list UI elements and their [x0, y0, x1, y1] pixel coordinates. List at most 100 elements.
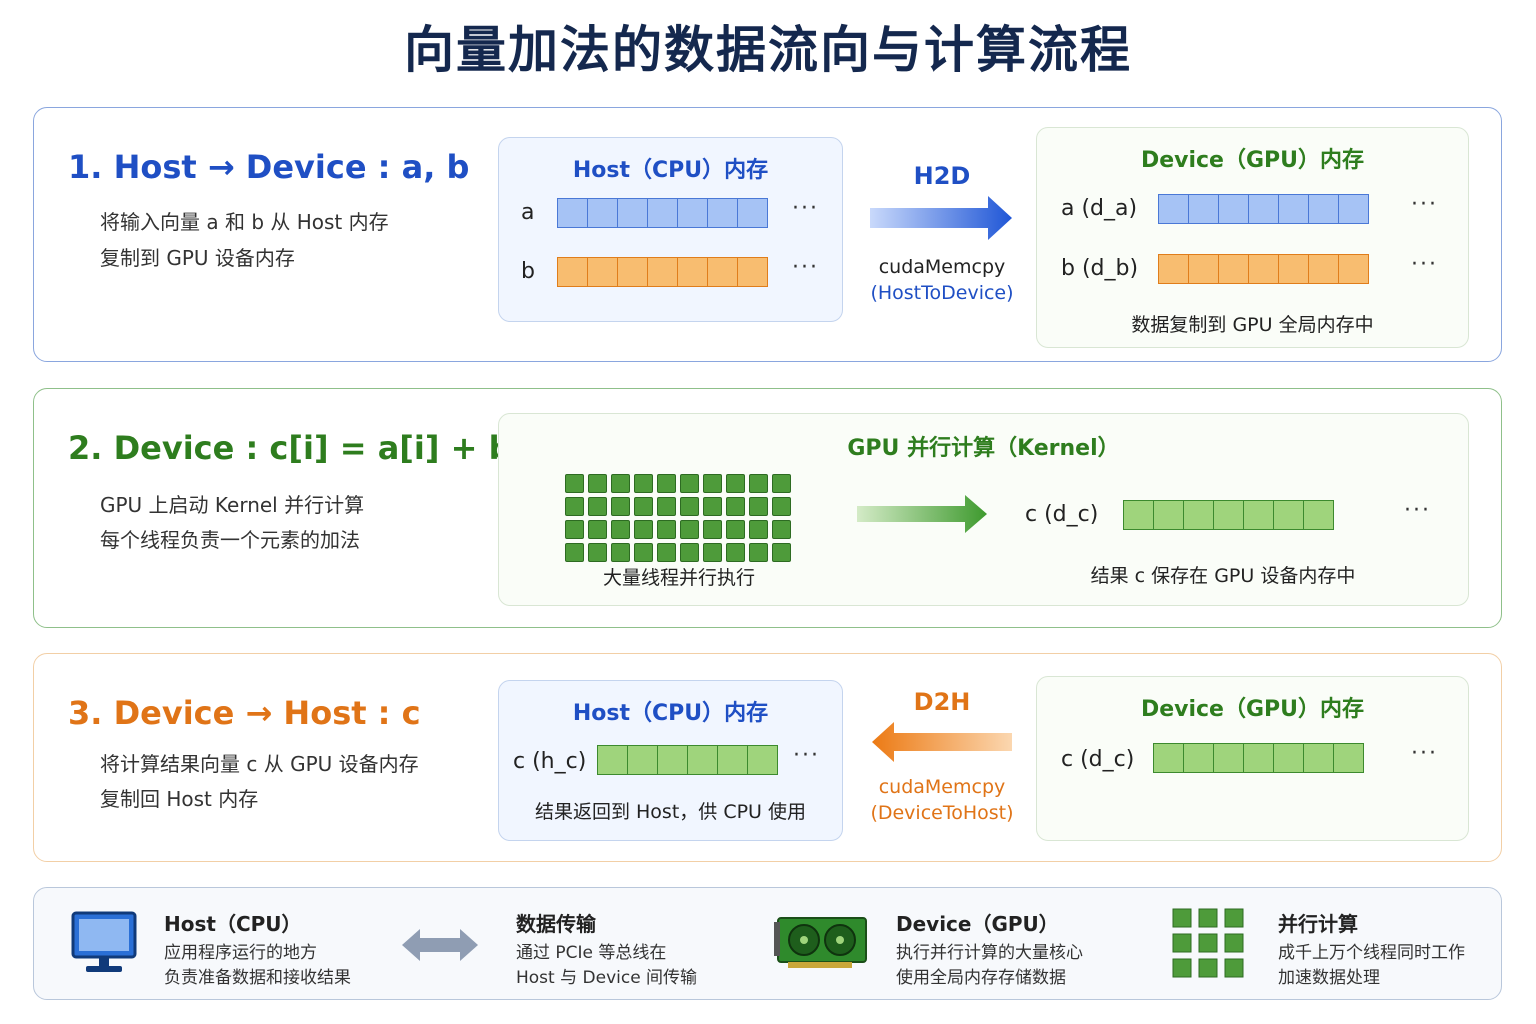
thread-square [588, 520, 607, 539]
vector-cell [617, 257, 648, 287]
step1-host-panel-title: Host（CPU）内存 [572, 158, 769, 183]
thread-square [772, 520, 791, 539]
thread-square [726, 497, 745, 516]
vector-cell [737, 257, 768, 287]
thread-square [611, 543, 630, 562]
step3-desc-line1: 将计算结果向量 c 从 GPU 设备内存 [100, 752, 419, 776]
thread-square [680, 497, 699, 516]
thread-square [749, 520, 768, 539]
legend-device-line2: 使用全局内存存储数据 [896, 968, 1066, 988]
vector-cell [1308, 254, 1339, 284]
d2h-api-kind: (DeviceToHost) [870, 802, 1014, 824]
vector-cell [1123, 500, 1154, 530]
step3-device-panel-title: Device（GPU）内存 [1140, 697, 1365, 722]
host-row-b-label: b [521, 259, 535, 284]
legend-host-line2: 负责准备数据和接收结果 [164, 968, 351, 988]
gpu-kernel-panel: GPU 并行计算（Kernel） 大量线程并行执行 c (d_c) ··· 结果… [498, 413, 1469, 606]
thread-square [749, 497, 768, 516]
legend-transfer-title: 数据传输 [516, 912, 596, 936]
vector-cell [1188, 194, 1219, 224]
legend-parallel-title: 并行计算 [1278, 912, 1358, 936]
kernel-panel-title: GPU 并行计算（Kernel） [847, 436, 1120, 461]
thread-square [657, 474, 676, 493]
thread-square [703, 474, 722, 493]
host-row-hc-ellipsis: ··· [793, 743, 820, 768]
vector-cell [1303, 743, 1334, 773]
thread-square [634, 497, 653, 516]
monitor-icon [71, 911, 137, 972]
threads-note: 大量线程并行执行 [602, 567, 755, 589]
vector-cell [1153, 743, 1184, 773]
step1-desc-line2: 复制到 GPU 设备内存 [100, 246, 295, 270]
step2-desc-line2: 每个线程负责一个元素的加法 [100, 528, 360, 552]
vector-cell [657, 745, 688, 775]
vector-cell [1183, 500, 1214, 530]
vector-cell [737, 198, 768, 228]
vector-cell [1188, 254, 1219, 284]
d2h-arrow-icon [872, 722, 1012, 762]
device-row-da-ellipsis: ··· [1411, 192, 1438, 217]
thread-square [634, 474, 653, 493]
h2d-api: cudaMemcpy [878, 256, 1006, 278]
host-vector-b [557, 257, 768, 287]
thread-square [657, 497, 676, 516]
vector-cell [747, 745, 778, 775]
thread-square [565, 543, 584, 562]
h2d-api-kind: (HostToDevice) [870, 282, 1014, 304]
h2d-arrow-icon [870, 196, 1012, 240]
vector-cell [677, 198, 708, 228]
d2h-api: cudaMemcpy [878, 776, 1006, 798]
thread-square [726, 543, 745, 562]
vector-cell [1213, 743, 1244, 773]
vector-cell [647, 257, 678, 287]
vector-cell [587, 257, 618, 287]
host-row-hc-label: c (h_c) [513, 749, 587, 774]
vector-cell [1338, 194, 1369, 224]
vector-cell [557, 257, 588, 287]
vector-cell [1303, 500, 1334, 530]
step3-host-panel-title: Host（CPU）内存 [572, 701, 769, 726]
vector-cell [557, 198, 588, 228]
device-row-dc-label: c (d_c) [1061, 747, 1135, 772]
thread-grid [565, 474, 791, 562]
vector-cell [687, 745, 718, 775]
thread-square [726, 474, 745, 493]
vector-cell [587, 198, 618, 228]
thread-square [565, 520, 584, 539]
step2-section: 2. Device : c[i] = a[i] + b[i] GPU 上启动 K… [33, 388, 1502, 628]
device-vector-b [1158, 254, 1369, 284]
step1-section: 1. Host → Device : a, b 将输入向量 a 和 b 从 Ho… [33, 107, 1502, 362]
legend-transfer-line2: Host 与 Device 间传输 [516, 968, 698, 988]
step2-heading: 2. Device : c[i] = a[i] + b[i] [68, 429, 552, 467]
thread-square [749, 474, 768, 493]
step1-host-memory-panel: Host（CPU）内存 a ··· b ··· [498, 137, 843, 322]
grid-icon [1172, 908, 1244, 978]
vector-cell [707, 198, 738, 228]
thread-square [772, 497, 791, 516]
step1-desc-line1: 将输入向量 a 和 b 从 Host 内存 [100, 210, 389, 234]
thread-square [588, 543, 607, 562]
thread-square [657, 543, 676, 562]
host-row-a-label: a [521, 200, 535, 225]
vector-cell [1338, 254, 1369, 284]
thread-square [565, 497, 584, 516]
thread-square [726, 520, 745, 539]
kernel-arrow-icon [857, 495, 987, 533]
h2d-tag: H2D [913, 162, 971, 190]
host-row-b-ellipsis: ··· [792, 255, 819, 280]
host-vector-a [557, 198, 768, 228]
vector-cell [597, 745, 628, 775]
result-note: 结果 c 保存在 GPU 设备内存中 [1090, 565, 1356, 587]
vector-cell [1158, 194, 1189, 224]
legend-device-line1: 执行并行计算的大量核心 [896, 943, 1083, 963]
d2h-tag: D2H [913, 688, 971, 716]
thread-square [634, 520, 653, 539]
thread-square [588, 497, 607, 516]
vector-cell [677, 257, 708, 287]
device-vector-c [1153, 743, 1364, 773]
step1-device-note: 数据复制到 GPU 全局内存中 [1131, 314, 1374, 336]
device-row-dc-ellipsis: ··· [1411, 741, 1438, 766]
vector-cell [1248, 194, 1279, 224]
vector-cell [1213, 500, 1244, 530]
vector-cell [1278, 194, 1309, 224]
